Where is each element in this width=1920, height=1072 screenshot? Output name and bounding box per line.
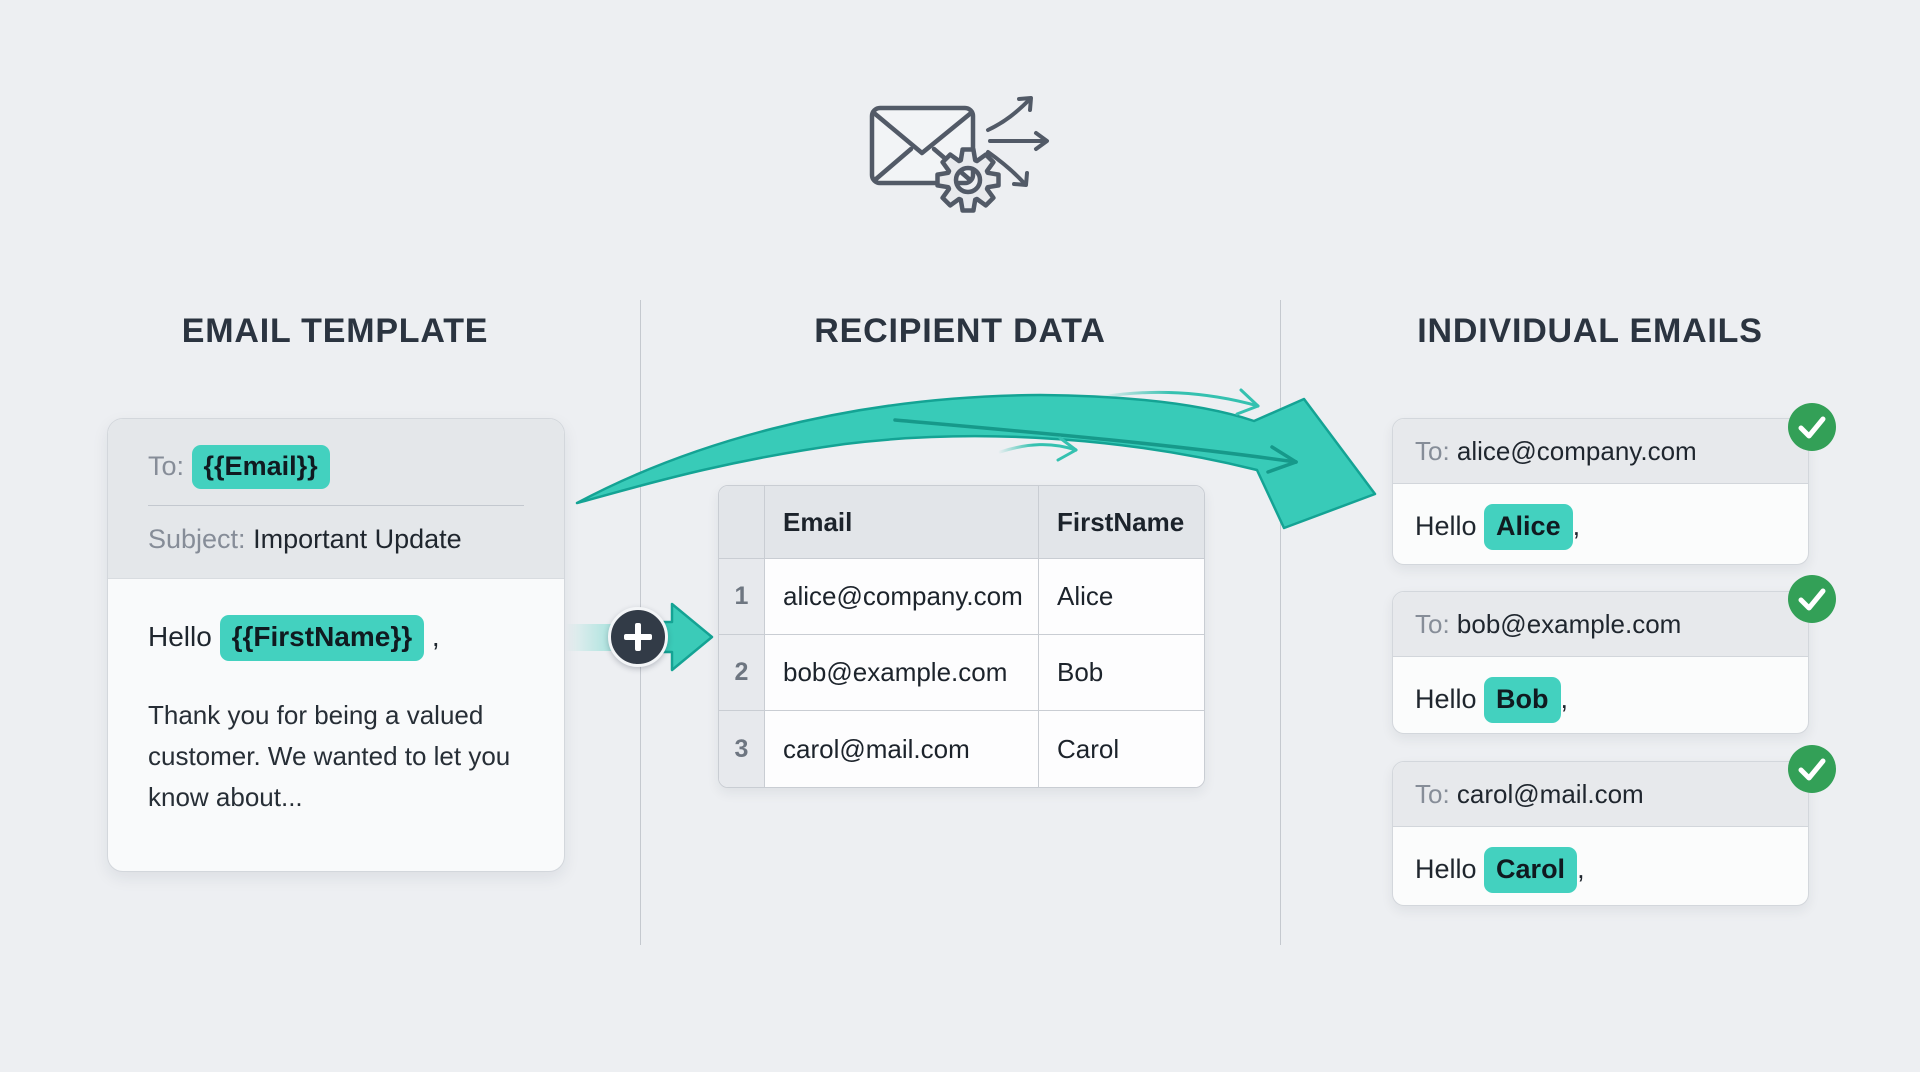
- table-corner-cell: [719, 486, 765, 559]
- table-cell-email: bob@example.com: [765, 635, 1039, 711]
- greeting-suffix: ,: [1572, 511, 1581, 541]
- table-row-number: 3: [719, 711, 765, 787]
- greeting-prefix: Hello: [1415, 684, 1477, 714]
- to-address: carol@mail.com: [1456, 779, 1644, 809]
- table-header-email: Email: [765, 486, 1039, 559]
- envelope-gear-split-arrows-icon: [869, 96, 1049, 213]
- subject-value: Important Update: [253, 524, 462, 554]
- individual-email-card: To: bob@example.com Hello Bob,: [1392, 591, 1809, 734]
- table-cell-firstname: Bob: [1039, 635, 1204, 711]
- template-header-divider: [148, 505, 524, 506]
- plus-vertical-bar: [635, 623, 641, 651]
- greeting-suffix: ,: [431, 621, 440, 652]
- check-icon: [1788, 403, 1836, 451]
- firstname-token-chip: {{FirstName}}: [219, 615, 425, 661]
- recipient-data-table: Email FirstName 1 alice@company.com Alic…: [718, 485, 1205, 788]
- template-to-row: To: {{Email}}: [148, 445, 524, 489]
- to-label: To:: [148, 451, 185, 481]
- greeting-suffix: ,: [1577, 854, 1585, 884]
- name-chip: Alice: [1484, 504, 1573, 550]
- to-label: To:: [1415, 609, 1450, 639]
- template-greeting: Hello {{FirstName}} ,: [148, 615, 524, 661]
- subject-label: Subject:: [148, 524, 246, 554]
- greeting-suffix: ,: [1560, 684, 1569, 714]
- emails-column-heading: INDIVIDUAL EMAILS: [1417, 312, 1763, 350]
- to-label: To:: [1415, 436, 1450, 466]
- name-chip: Carol: [1484, 847, 1578, 893]
- column-divider-right: [1280, 300, 1281, 945]
- template-body-text: Thank you for being a valued customer. W…: [148, 700, 511, 812]
- email-token-chip: {{Email}}: [191, 445, 330, 489]
- email-card-header: To: bob@example.com: [1393, 592, 1808, 657]
- table-row-number: 1: [719, 559, 765, 635]
- template-card-header: To: {{Email}} Subject: Important Update: [108, 419, 564, 579]
- greeting-prefix: Hello: [148, 621, 212, 652]
- table-cell-firstname: Carol: [1039, 711, 1204, 787]
- gear-icon: [935, 147, 1001, 213]
- individual-email-card: To: carol@mail.com Hello Carol,: [1392, 761, 1809, 906]
- table-cell-email: alice@company.com: [765, 559, 1039, 635]
- greeting-prefix: Hello: [1415, 854, 1477, 884]
- to-address: alice@company.com: [1456, 436, 1697, 466]
- table-header-firstname: FirstName: [1039, 486, 1204, 559]
- table-row-number: 2: [719, 635, 765, 711]
- to-label: To:: [1415, 779, 1450, 809]
- data-column-heading: RECIPIENT DATA: [814, 312, 1106, 350]
- table-cell-firstname: Alice: [1039, 559, 1204, 635]
- to-address: bob@example.com: [1456, 609, 1682, 639]
- greeting-prefix: Hello: [1415, 511, 1477, 541]
- email-card-body: Hello Carol,: [1393, 827, 1808, 913]
- table-cell-email: carol@mail.com: [765, 711, 1039, 787]
- check-icon: [1788, 745, 1836, 793]
- individual-email-card: To: alice@company.com Hello Alice,: [1392, 418, 1809, 565]
- email-card-body: Hello Bob,: [1393, 657, 1808, 743]
- template-column-heading: EMAIL TEMPLATE: [181, 312, 489, 350]
- email-card-header: To: alice@company.com: [1393, 419, 1808, 484]
- check-icon: [1788, 575, 1836, 623]
- email-template-card: To: {{Email}} Subject: Important Update …: [107, 418, 565, 872]
- name-chip: Bob: [1484, 677, 1561, 723]
- template-card-body: Hello {{FirstName}} , Thank you for bein…: [108, 579, 564, 818]
- plus-icon: [608, 607, 668, 667]
- email-card-header: To: carol@mail.com: [1393, 762, 1808, 827]
- email-card-body: Hello Alice,: [1393, 484, 1808, 570]
- template-subject-row: Subject: Important Update: [148, 520, 524, 558]
